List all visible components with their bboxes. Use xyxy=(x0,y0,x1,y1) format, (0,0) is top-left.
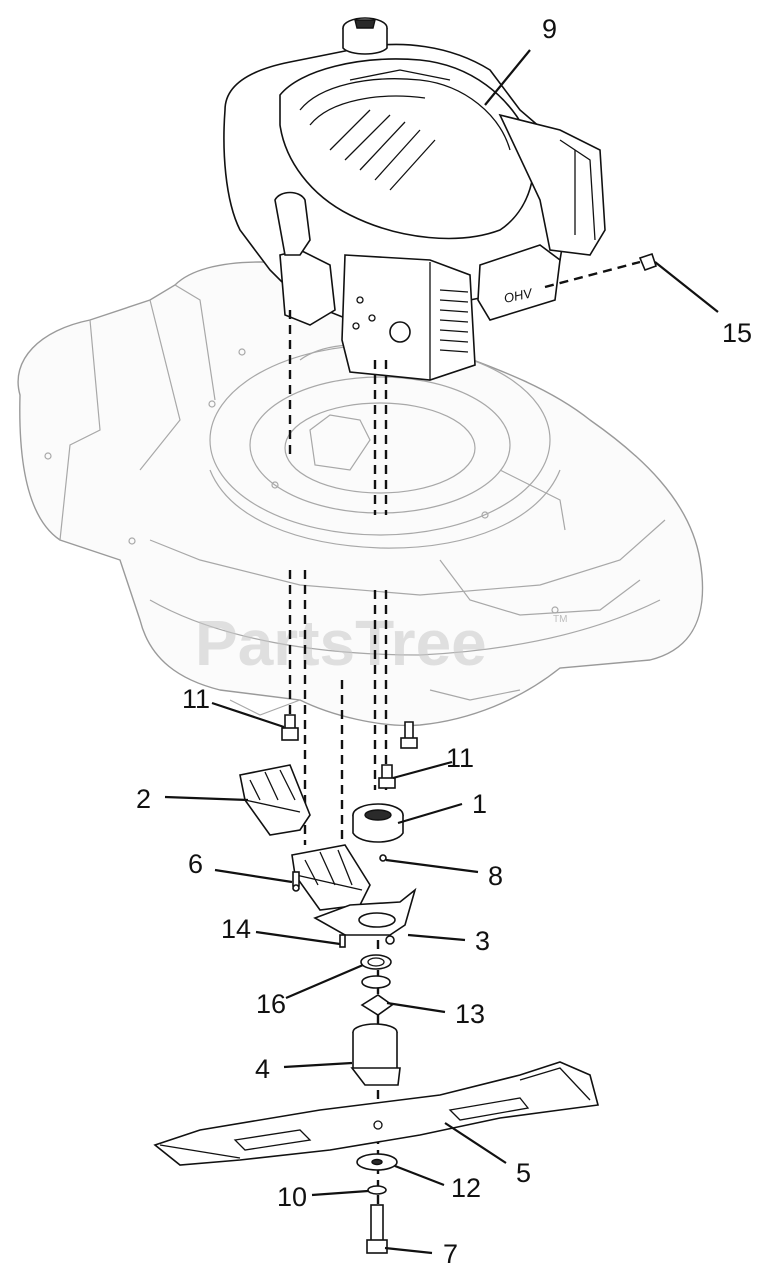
washer-12 xyxy=(356,1153,398,1171)
callout-6: 6 xyxy=(188,849,203,879)
mower-deck xyxy=(17,261,704,727)
callout-4: 4 xyxy=(255,1054,270,1084)
callout-10: 10 xyxy=(277,1182,307,1212)
engine-badge: OHV xyxy=(503,285,535,306)
watermark-trademark: TM xyxy=(553,614,567,625)
callout-5: 5 xyxy=(516,1158,531,1188)
bolt-11-right xyxy=(400,721,418,749)
callout-3: 3 xyxy=(475,926,490,956)
plate-3 xyxy=(313,887,417,945)
engine: OHV xyxy=(223,17,606,381)
washer-10 xyxy=(367,1185,387,1195)
callout-2: 2 xyxy=(136,784,151,814)
callout-16: 16 xyxy=(256,989,286,1019)
bolt-11-center xyxy=(378,764,396,789)
bolt-7 xyxy=(366,1204,388,1254)
pin-8 xyxy=(379,854,387,862)
callout-8: 8 xyxy=(488,861,503,891)
callout-1: 1 xyxy=(472,789,487,819)
callout-labels: 9 15 11 11 2 1 6 8 14 3 16 13 4 5 10 12 … xyxy=(136,14,752,1269)
callout-7: 7 xyxy=(443,1239,458,1269)
callout-9: 9 xyxy=(542,14,557,44)
bracket-lower xyxy=(291,844,371,911)
leader-lines xyxy=(164,49,719,1255)
callout-13: 13 xyxy=(455,999,485,1029)
bracket-2 xyxy=(239,764,311,836)
bearing-1 xyxy=(352,803,404,843)
washer-16 xyxy=(360,954,392,989)
key-13 xyxy=(360,994,394,1016)
watermark-text: PartsTree xyxy=(195,607,487,679)
callout-12: 12 xyxy=(451,1173,481,1203)
screw-6 xyxy=(292,871,300,892)
blade-5 xyxy=(153,1061,600,1166)
callout-14: 14 xyxy=(221,914,251,944)
adapter-4 xyxy=(350,1023,401,1086)
callout-11-right: 11 xyxy=(446,743,474,773)
callout-11-left: 11 xyxy=(182,684,210,714)
watermark: PartsTree TM xyxy=(195,607,567,679)
screw-14 xyxy=(339,934,346,948)
callout-15: 15 xyxy=(722,318,752,348)
bolt-11-left xyxy=(281,714,299,741)
screw-15 xyxy=(638,252,658,272)
